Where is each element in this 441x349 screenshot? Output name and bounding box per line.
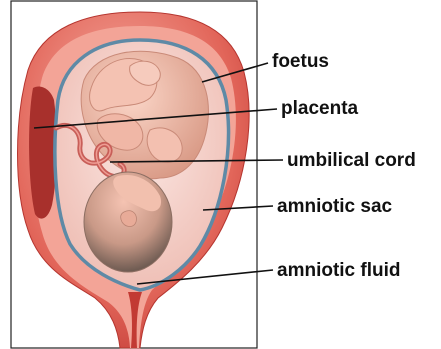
label-placenta: placenta bbox=[281, 99, 358, 118]
label-foetus: foetus bbox=[272, 52, 329, 71]
label-umbilical-cord: umbilical cord bbox=[287, 151, 416, 170]
label-amniotic-sac: amniotic sac bbox=[277, 197, 392, 216]
placenta bbox=[29, 87, 57, 219]
label-amniotic-fluid: amniotic fluid bbox=[277, 261, 401, 280]
